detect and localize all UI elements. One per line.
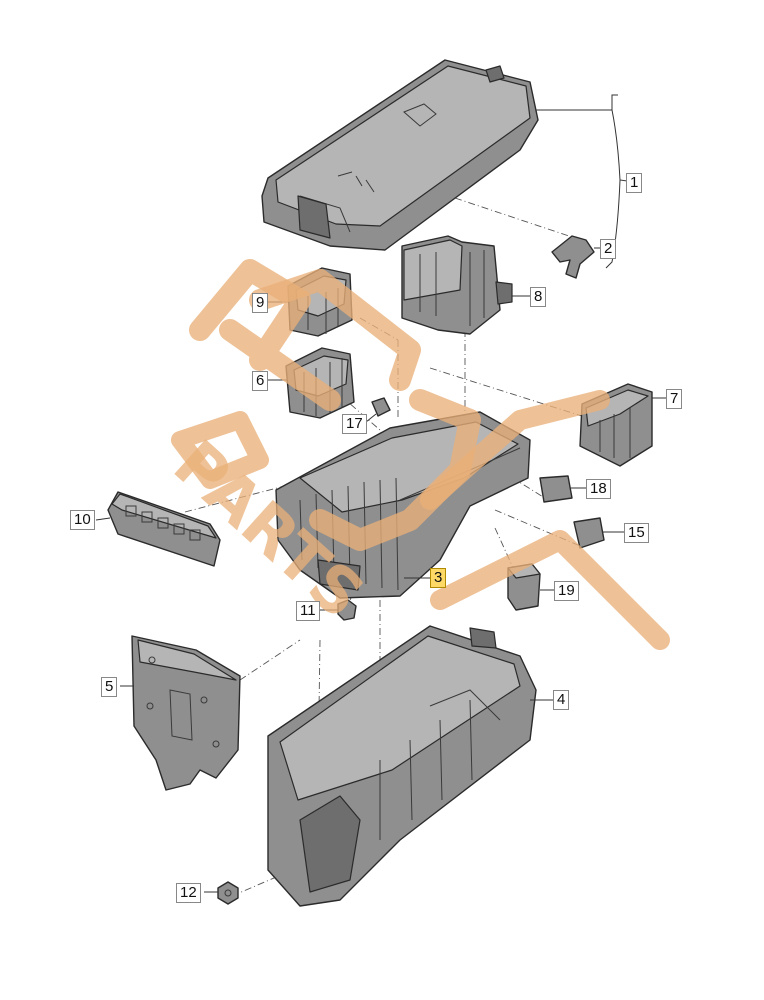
callout-6[interactable]: 6 [252, 371, 269, 391]
callout-4[interactable]: 4 [553, 690, 570, 710]
callout-11[interactable]: 11 [296, 601, 320, 621]
part-8-holder [401, 235, 513, 335]
callout-7[interactable]: 7 [666, 389, 683, 409]
part-17-fuse [371, 397, 391, 417]
leader-lines [95, 94, 666, 893]
part-15-fuse [573, 517, 605, 549]
part-10-terminal-strip [107, 491, 221, 567]
callout-19[interactable]: 19 [554, 581, 579, 601]
part-18-fuse [539, 475, 573, 503]
part-1-cover [261, 59, 539, 251]
callout-8[interactable]: 8 [530, 287, 547, 307]
callout-10[interactable]: 10 [70, 510, 95, 530]
part-5-bracket [131, 635, 241, 791]
part-11-nut [337, 599, 357, 621]
callout-17[interactable]: 17 [342, 414, 367, 434]
callout-18[interactable]: 18 [586, 479, 611, 499]
part-12-nut [217, 881, 239, 905]
callout-3[interactable]: 3 [430, 568, 447, 588]
callout-9[interactable]: 9 [252, 293, 269, 313]
callout-15[interactable]: 15 [624, 523, 649, 543]
part-4-housing [267, 625, 537, 907]
callout-1[interactable]: 1 [626, 173, 643, 193]
callout-12[interactable]: 12 [176, 883, 201, 903]
part-2-clip [551, 235, 595, 279]
callout-5[interactable]: 5 [101, 677, 118, 697]
callout-2[interactable]: 2 [600, 239, 617, 259]
